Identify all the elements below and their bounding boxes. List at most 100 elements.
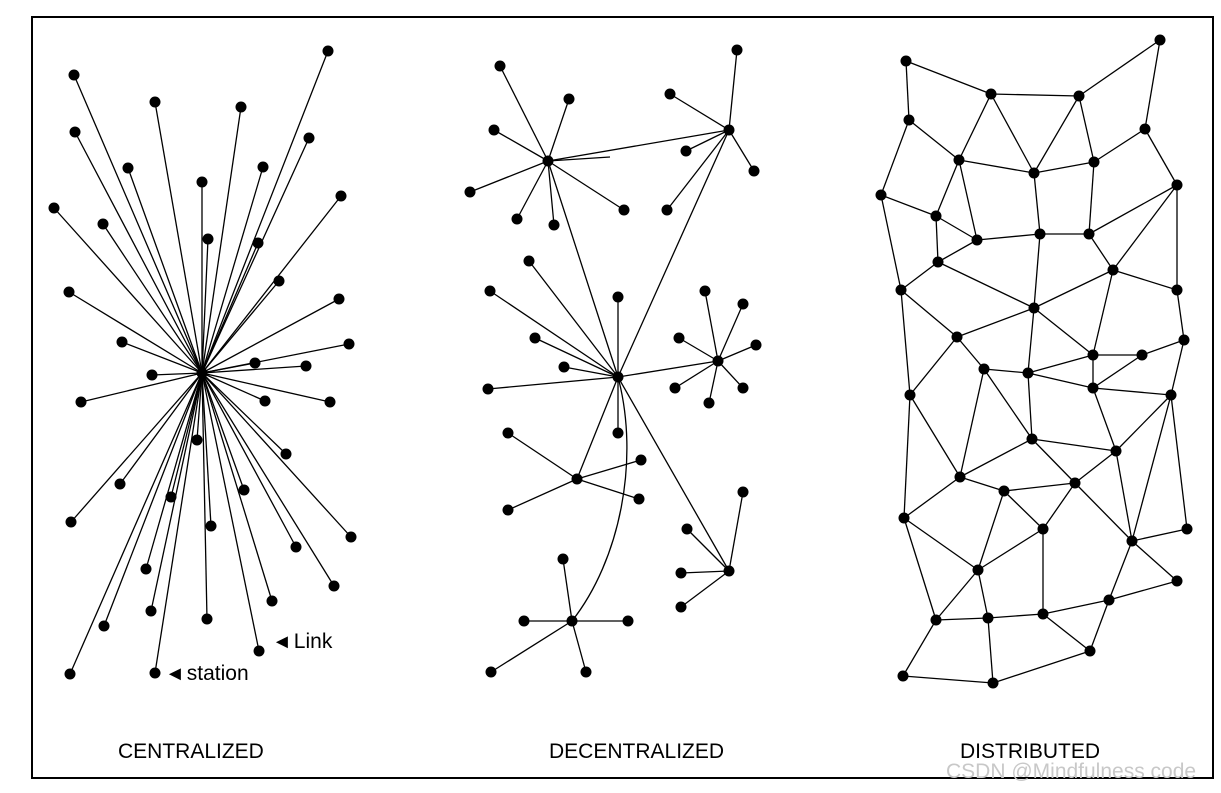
decentralized-station	[618, 204, 630, 216]
left-arrow-icon: ◄	[272, 631, 292, 653]
centralized-link	[145, 372, 203, 570]
distributed-link	[983, 368, 1033, 440]
backbone-link	[617, 376, 730, 572]
distributed-link	[903, 517, 937, 621]
centralized-link	[201, 372, 352, 538]
distributed-link	[1141, 339, 1185, 356]
distributed-station	[1171, 575, 1183, 587]
decentralized-link	[717, 360, 744, 389]
centralized-link	[201, 166, 264, 374]
decentralized-link	[717, 303, 744, 362]
distributed-link	[1033, 269, 1114, 309]
decentralized-link	[487, 376, 619, 390]
centralized-station	[69, 126, 81, 138]
distributed-station	[1022, 367, 1034, 379]
centralized-link	[201, 195, 342, 374]
centralized-link	[201, 365, 307, 374]
distributed-station	[1034, 228, 1046, 240]
centralized-link	[154, 372, 203, 674]
centralized-station	[63, 286, 75, 298]
distributed-link	[1170, 339, 1185, 396]
distributed-link	[1108, 580, 1178, 601]
decentralized-link	[571, 620, 587, 673]
centralized-station	[252, 237, 264, 249]
decentralized-station	[661, 204, 673, 216]
centralized-station	[249, 357, 261, 369]
centralized-station	[324, 396, 336, 408]
decentralized-station	[681, 523, 693, 535]
distributed-link	[1108, 540, 1133, 601]
centralized-link	[201, 280, 280, 374]
distributed-link	[900, 289, 911, 396]
distributed-station	[1154, 34, 1166, 46]
centralized-link	[103, 372, 203, 627]
centralized-link	[73, 74, 203, 374]
centralized-station	[343, 338, 355, 350]
decentralized-link	[516, 160, 549, 220]
distributed-station	[953, 154, 965, 166]
decentralized-hub	[712, 355, 724, 367]
centralized-station	[114, 478, 126, 490]
decentralized-station	[464, 186, 476, 198]
centralized-link	[201, 238, 209, 374]
distributed-link	[1003, 490, 1044, 530]
distributed-station	[978, 363, 990, 375]
decentralized-station	[523, 255, 535, 267]
distributed-station	[1028, 167, 1040, 179]
backbone-link	[617, 360, 719, 378]
decentralized-link	[680, 570, 730, 608]
distributed-station	[951, 331, 963, 343]
decentralized-station	[737, 298, 749, 310]
distributed-link	[1088, 161, 1095, 235]
decentralized-link	[493, 129, 549, 162]
distributed-link	[880, 119, 910, 196]
distributed-station	[1165, 389, 1177, 401]
distributed-link	[1131, 540, 1178, 582]
centralized-station	[205, 520, 217, 532]
centralized-station	[259, 395, 271, 407]
centralized-station	[266, 595, 278, 607]
decentralized-station	[669, 382, 681, 394]
distributed-link	[909, 336, 958, 396]
centralized-station	[280, 448, 292, 460]
distributed-station	[1181, 523, 1193, 535]
decentralized-link	[666, 129, 730, 211]
decentralized-link	[507, 478, 578, 511]
centralized-link	[201, 372, 297, 548]
decentralized-hub	[723, 565, 735, 577]
distributed-link	[992, 650, 1091, 684]
distributed-link	[959, 438, 1033, 478]
distributed-link	[903, 517, 979, 571]
distributed-link	[987, 617, 994, 684]
decentralized-station	[673, 332, 685, 344]
centralized-link	[201, 242, 259, 374]
distributed-link	[903, 394, 911, 519]
centralized-station	[98, 620, 110, 632]
distributed-link	[935, 569, 979, 621]
decentralized-station	[612, 427, 624, 439]
distributed-link	[1144, 39, 1161, 130]
distributed-link	[1131, 528, 1188, 542]
distributed-link	[1092, 354, 1143, 389]
distributed-link	[1033, 172, 1041, 235]
decentralized-station	[622, 615, 634, 627]
centralized-station	[146, 369, 158, 381]
distributed-link	[909, 394, 961, 478]
decentralized-link	[686, 528, 730, 572]
centralized-station	[122, 162, 134, 174]
centralized-link	[201, 362, 256, 374]
centralized-station	[345, 531, 357, 543]
distributed-link	[1176, 289, 1185, 341]
distributed-link	[1115, 450, 1133, 542]
centralized-link	[201, 137, 310, 374]
centralized-link	[121, 341, 203, 374]
decentralized-link	[528, 260, 619, 378]
decentralized-station	[737, 382, 749, 394]
distributed-link	[956, 307, 1035, 338]
distributed-link	[937, 261, 1035, 309]
decentralized-link	[534, 337, 619, 378]
distributed-link	[958, 159, 978, 241]
distributed-link	[1092, 387, 1172, 396]
distributed-link	[908, 119, 960, 161]
link-annotation: ◄Link	[272, 630, 332, 654]
